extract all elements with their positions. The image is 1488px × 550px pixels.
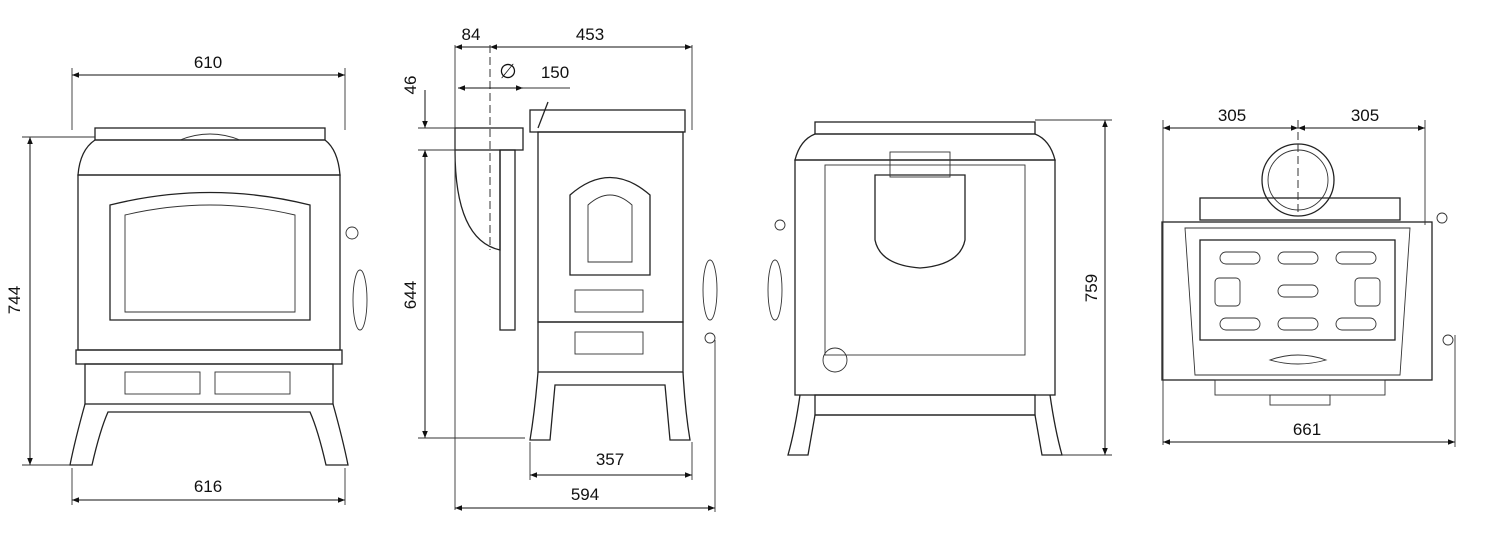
diameter-symbol: ∅: [499, 61, 516, 83]
dim-back-height: 759: [1082, 274, 1101, 302]
dim-leg-depth: 357: [596, 450, 624, 469]
top-view: [1161, 143, 1454, 406]
side-view: [454, 101, 718, 441]
dim-top-half-right: 305: [1351, 106, 1379, 125]
front-view: [69, 127, 368, 466]
dim-flue-offset: 84: [462, 25, 481, 44]
dim-flue-diameter: 150: [541, 63, 569, 82]
dim-flue-height: 644: [401, 281, 420, 309]
dim-top-total-width: 661: [1293, 420, 1321, 439]
dim-front-width-top: 610: [194, 53, 222, 72]
dim-total-depth: 594: [571, 485, 599, 504]
dim-depth-top: 453: [576, 25, 604, 44]
dim-front-height: 744: [5, 286, 24, 314]
dim-flue-top-gap: 46: [401, 76, 420, 95]
back-view: [767, 121, 1063, 456]
dim-top-half-left: 305: [1218, 106, 1246, 125]
dim-front-width-base: 616: [194, 477, 222, 496]
